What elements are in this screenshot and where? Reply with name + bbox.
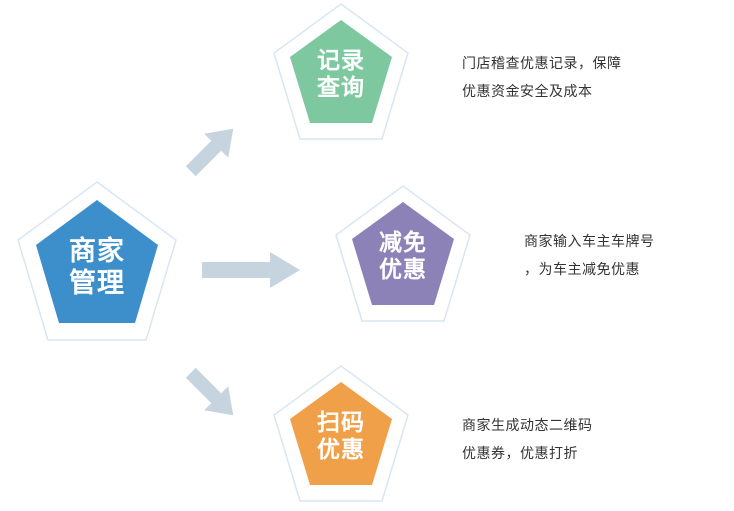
scan-discount-pentagon: 扫码 优惠 <box>270 364 412 506</box>
record-query-pentagon: 记录 查询 <box>270 2 412 144</box>
center-pentagon: 商家 管理 <box>14 180 180 346</box>
record-query-label: 记录 查询 <box>270 48 412 102</box>
scan-discount-label-line2: 优惠 <box>317 437 365 464</box>
deduct-discount-label-line1: 减免 <box>379 230 427 256</box>
deduct-discount-desc-line1: 商家输入车主车牌号 <box>524 234 655 250</box>
record-query-label-line1: 记录 <box>317 48 365 74</box>
arrow-to-record-query <box>180 118 244 182</box>
center-label: 商家 管理 <box>14 236 180 300</box>
deduct-discount-label-line2: 优惠 <box>379 257 427 284</box>
scan-discount-desc-line2: 优惠券，优惠打折 <box>462 446 578 462</box>
arrow-to-deduct-discount <box>202 252 302 288</box>
deduct-discount-desc-line2: ，为车主减免优惠 <box>524 262 640 278</box>
deduct-discount-pentagon: 减免 优惠 <box>332 184 474 326</box>
center-label-line2: 管理 <box>69 267 125 299</box>
arrow-to-scan-discount <box>180 362 244 426</box>
center-label-line1: 商家 <box>69 236 125 267</box>
center-pentagon-fill <box>36 200 158 323</box>
record-query-desc-line2: 优惠资金安全及成本 <box>462 84 593 100</box>
record-query-label-line2: 查询 <box>317 75 365 102</box>
record-query-desc-line1: 门店稽查优惠记录，保障 <box>462 56 622 72</box>
scan-discount-description: 商家生成动态二维码 优惠券，优惠打折 <box>462 412 593 468</box>
scan-discount-label-line1: 扫码 <box>317 410 365 436</box>
deduct-discount-description: 商家输入车主车牌号 ，为车主减免优惠 <box>524 228 655 284</box>
scan-discount-desc-line1: 商家生成动态二维码 <box>462 418 593 434</box>
deduct-discount-label: 减免 优惠 <box>332 230 474 284</box>
record-query-description: 门店稽查优惠记录，保障 优惠资金安全及成本 <box>462 50 622 106</box>
scan-discount-label: 扫码 优惠 <box>270 410 412 464</box>
